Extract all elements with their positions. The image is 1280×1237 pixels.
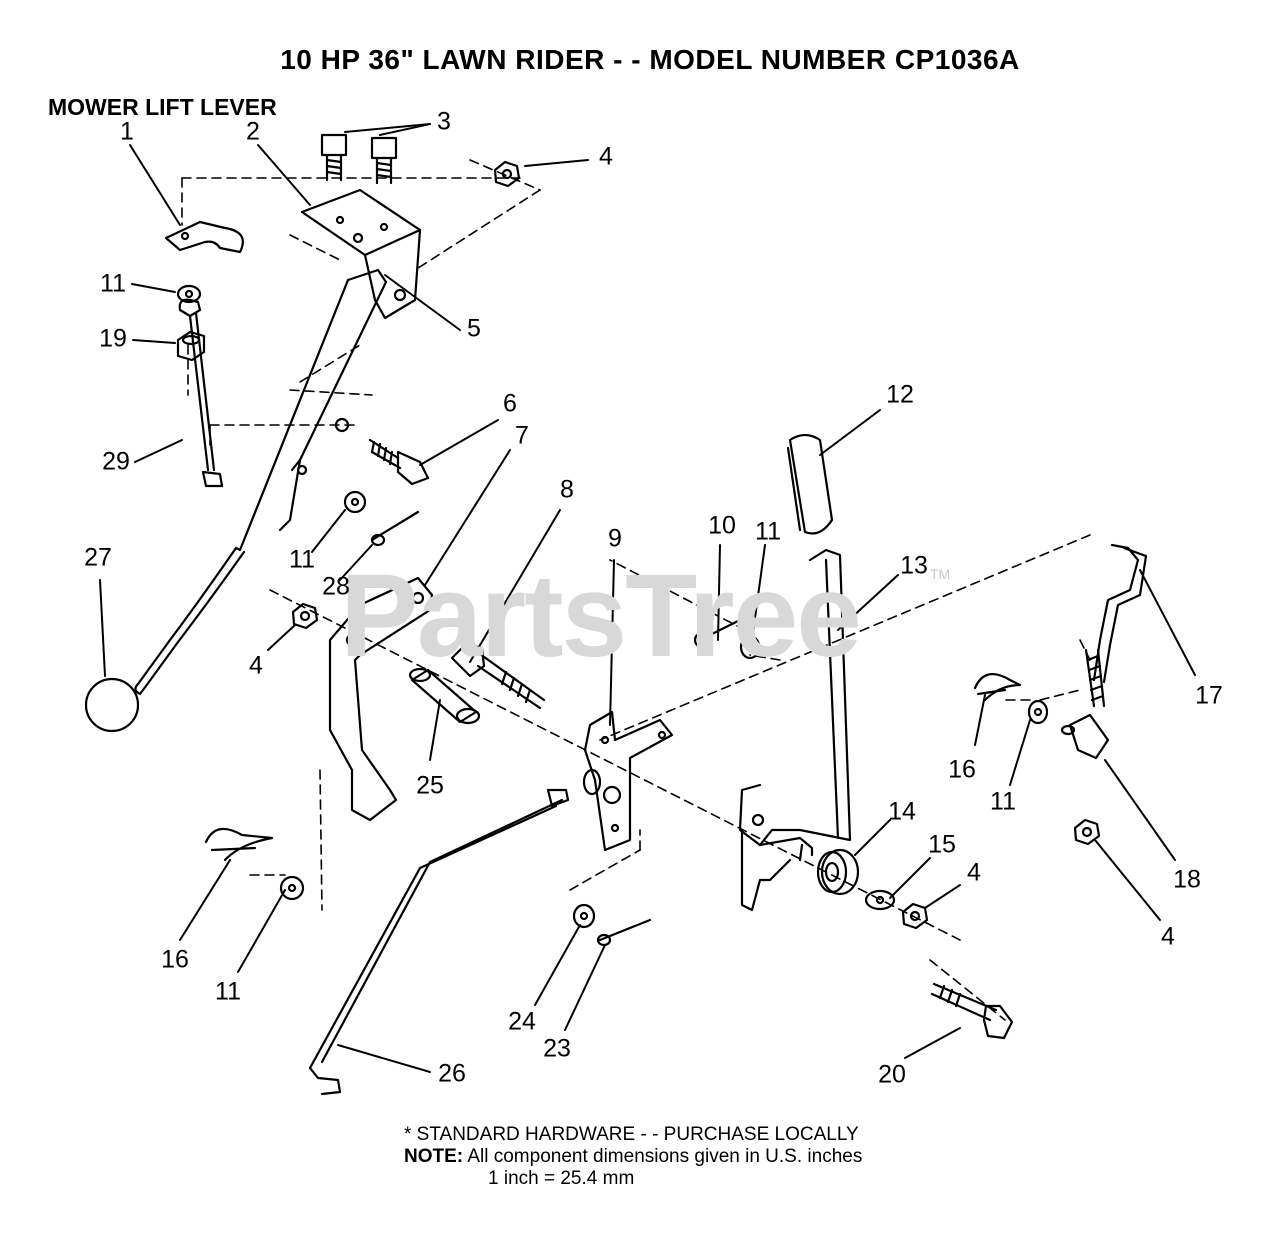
callout-4c: 4 bbox=[967, 858, 981, 887]
callout-12: 12 bbox=[886, 380, 914, 409]
part-6-bolt bbox=[368, 438, 430, 486]
callout-14: 14 bbox=[888, 797, 916, 826]
callout-10: 10 bbox=[708, 511, 736, 540]
watermark-trademark: TM bbox=[930, 566, 951, 582]
callout-4b: 4 bbox=[249, 651, 263, 680]
watermark: PartsTree bbox=[340, 550, 862, 682]
part-9-plate bbox=[582, 710, 674, 852]
callout-28: 28 bbox=[322, 572, 350, 601]
leader-lines bbox=[99, 123, 1196, 1073]
callout-11c: 11 bbox=[755, 517, 781, 546]
part-2-bracket bbox=[300, 188, 422, 320]
callout-24: 24 bbox=[508, 1007, 536, 1036]
dimension-note: NOTE: All component dimensions given in … bbox=[404, 1146, 862, 1168]
part-8-bolt bbox=[450, 642, 546, 710]
diagram-title: 10 HP 36" LAWN RIDER - - MODEL NUMBER CP… bbox=[280, 44, 1020, 75]
part-16-hairpins bbox=[204, 672, 1022, 862]
callout-11b: 11 bbox=[289, 545, 315, 574]
callout-3: 3 bbox=[437, 107, 451, 136]
callout-8: 8 bbox=[560, 475, 574, 504]
part-18-ferrule bbox=[1060, 713, 1110, 760]
part-13-main-lever bbox=[738, 548, 852, 912]
callout-7: 7 bbox=[515, 421, 529, 450]
part-29-link bbox=[178, 298, 224, 488]
callout-19: 19 bbox=[99, 324, 127, 353]
callout-13: 13 bbox=[900, 551, 928, 580]
callout-4a: 4 bbox=[599, 142, 613, 171]
part-11-washers bbox=[176, 284, 1049, 929]
part-23-pin bbox=[596, 918, 652, 947]
callout-11e: 11 bbox=[215, 977, 241, 1006]
callout-25: 25 bbox=[416, 771, 444, 800]
standard-hardware-note: * STANDARD HARDWARE - - PURCHASE LOCALLY bbox=[404, 1124, 859, 1145]
callout-2: 2 bbox=[246, 117, 260, 146]
callout-6: 6 bbox=[503, 389, 517, 418]
callout-23: 23 bbox=[543, 1034, 571, 1063]
part-7-plate bbox=[328, 576, 434, 822]
note-label: NOTE: bbox=[404, 1146, 464, 1167]
part-27-knob bbox=[84, 677, 140, 733]
part-14-bushing bbox=[816, 848, 860, 896]
callout-11a: 11 bbox=[100, 269, 126, 298]
callout-27: 27 bbox=[84, 543, 112, 572]
part-1-clip bbox=[164, 220, 244, 254]
part-26-rod bbox=[308, 788, 570, 1096]
callout-26: 26 bbox=[438, 1059, 466, 1088]
callout-18: 18 bbox=[1173, 865, 1201, 894]
callout-17: 17 bbox=[1195, 681, 1223, 710]
callout-20: 20 bbox=[878, 1060, 906, 1089]
part-17-rod bbox=[1084, 543, 1148, 708]
part-5-lever-arm bbox=[134, 268, 388, 696]
note-text: All component dimensions given in U.S. i… bbox=[467, 1146, 863, 1167]
part-12-grip bbox=[786, 433, 834, 535]
callout-9: 9 bbox=[608, 524, 622, 553]
part-4-nuts bbox=[291, 160, 1101, 930]
callout-16b: 16 bbox=[161, 945, 189, 974]
callout-29: 29 bbox=[102, 447, 130, 476]
callout-16a: 16 bbox=[948, 755, 976, 784]
callout-1: 1 bbox=[120, 117, 134, 146]
callout-11d: 11 bbox=[990, 787, 1016, 816]
part-10-pin bbox=[693, 618, 742, 648]
part-28-pin bbox=[370, 510, 420, 547]
callout-5: 5 bbox=[467, 314, 481, 343]
callout-15: 15 bbox=[928, 830, 956, 859]
callout-4d: 4 bbox=[1161, 922, 1175, 951]
part-15-washer bbox=[864, 889, 896, 911]
part-25-spacer bbox=[408, 667, 481, 725]
conversion-note: 1 inch = 25.4 mm bbox=[488, 1168, 635, 1189]
footer-notes: * STANDARD HARDWARE - - PURCHASE LOCALLY… bbox=[404, 1124, 862, 1190]
section-title: MOWER LIFT LEVER bbox=[48, 94, 277, 120]
part-20-bolt bbox=[930, 982, 1014, 1040]
part-3-bolts bbox=[320, 133, 398, 185]
